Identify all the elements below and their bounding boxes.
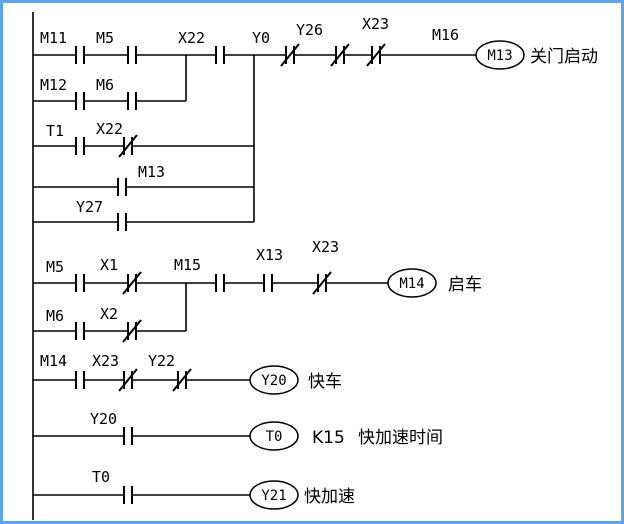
note-m13: 关门启动 (530, 47, 598, 67)
label-y20-contact: Y20 (90, 410, 117, 428)
coil-t0-label: T0 (266, 429, 283, 445)
coil-m13 (475, 40, 525, 70)
label-m5-r1: M5 (96, 29, 114, 47)
coil-y20-label: Y20 (261, 373, 286, 389)
label-m5-r6: M5 (46, 258, 64, 276)
label-y0: Y0 (252, 29, 270, 47)
rung-y21: Y21 快加速 T0 (33, 468, 355, 510)
coil-m13-label: M13 (487, 48, 512, 64)
rung-y20: Y20 快车 M14 X23 Y22 (33, 352, 342, 395)
label-m12: M12 (40, 76, 67, 94)
label-y26: Y26 (296, 21, 323, 39)
rung-t0: T0 K15 快加速时间 Y20 (33, 410, 443, 451)
coil-y21-label: Y21 (261, 488, 286, 504)
label-y22: Y22 (148, 352, 175, 370)
label-m13-seal: M13 (138, 163, 165, 181)
label-t1: T1 (46, 122, 64, 140)
label-x22-r1: X22 (178, 29, 205, 47)
coil-m14 (387, 268, 437, 298)
label-x23-r1: X23 (362, 15, 389, 33)
label-y27: Y27 (76, 198, 103, 216)
coil-t0 (249, 421, 299, 451)
note-y20: 快车 (308, 372, 342, 392)
label-x2: X2 (100, 305, 118, 323)
coil-y20 (249, 365, 299, 395)
label-m6-r7: M6 (46, 307, 64, 325)
note-t0-k: K15 (312, 428, 345, 448)
note-m14: 启车 (448, 275, 482, 295)
note-y21: 快加速 (304, 487, 355, 507)
label-x23-r6: X23 (312, 238, 339, 256)
coil-m14-label: M14 (399, 276, 424, 292)
label-m11: M11 (40, 29, 67, 47)
label-t0-contact: T0 (92, 468, 110, 486)
label-m6-r2: M6 (96, 76, 114, 94)
label-m16: M16 (432, 26, 459, 44)
label-x13: X13 (256, 246, 283, 264)
label-x23-r8: X23 (92, 352, 119, 370)
label-m15: M15 (174, 256, 201, 274)
rung-m13: M13 关门启动 M11 M5 X22 Y0 Y26 X23 M16 (33, 15, 598, 70)
label-m14: M14 (40, 352, 67, 370)
label-x22-r3: X22 (96, 120, 123, 138)
rung-m13-branches: M12 M6 T1 X22 M13 Y27 (33, 55, 255, 231)
coil-y21 (249, 480, 299, 510)
rung-m14: M14 启车 M5 X1 M15 X13 X23 M6 X2 (33, 238, 482, 343)
note-t0: 快加速时间 (358, 428, 443, 448)
label-x1: X1 (100, 256, 118, 274)
